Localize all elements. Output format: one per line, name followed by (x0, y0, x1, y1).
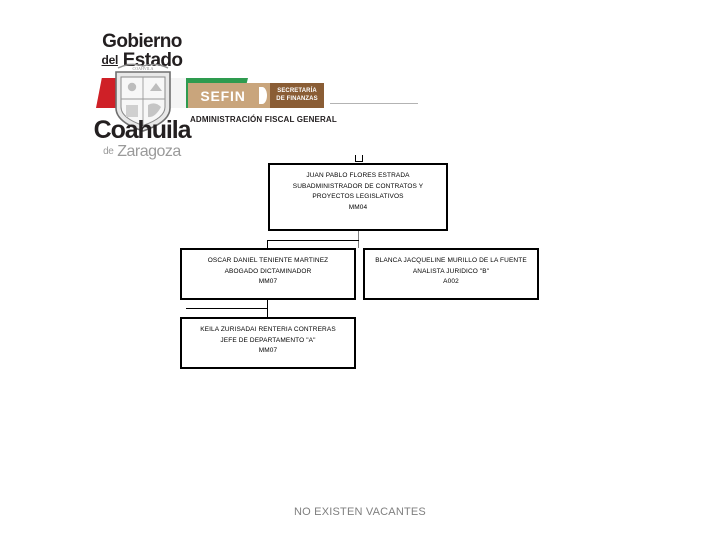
wordmark-zaragoza-text: Zaragoza (117, 142, 181, 160)
wordmark-de: de (103, 145, 114, 157)
org-node-subordinate[interactable]: KEILA ZURISADAI RENTERIA CONTRERAS JEFE … (180, 317, 356, 369)
header-divider-rule (330, 103, 418, 104)
wordmark-line-gobierno: Gobierno (102, 31, 182, 52)
wordmark-zaragoza: de Zaragoza (86, 142, 198, 160)
subordinate-position: JEFE DE DEPARTAMENTO "A" (220, 336, 316, 344)
secretariat-line-1: SECRETARÍA (277, 88, 317, 95)
root-top-stub-left (355, 155, 356, 162)
child-2-name: BLANCA JACQUELINE MURILLO DE LA FUENTE (375, 257, 527, 264)
connector-left-child-vertical (267, 240, 268, 248)
child-1-code: MM07 (258, 278, 278, 286)
root-top-stub-base (355, 161, 363, 162)
connector-horizontal-bus (267, 240, 359, 241)
coahuila-wordmark: Coahuila de Zaragoza (86, 118, 198, 159)
child-1-position: ABOGADO DICTAMINADOR (224, 267, 312, 275)
wordmark-coahuila: Coahuila (93, 116, 192, 144)
subordinate-code: MM07 (258, 347, 278, 355)
vacancies-note: NO EXISTEN VACANTES (294, 506, 426, 518)
root-top-stub-right (362, 155, 363, 162)
secretariat-line-2: DE FINANZAS (276, 95, 318, 102)
child-2-code: A002 (443, 278, 459, 286)
sefin-arrow-icon (258, 83, 270, 108)
root-position-line-1: SUBADMINISTRADOR DE CONTRATOS Y (292, 182, 424, 190)
sefin-banner: SEFIN SECRETARÍA DE FINANZAS (188, 83, 324, 108)
wordmark-del: del (101, 53, 119, 67)
org-node-child-2[interactable]: BLANCA JACQUELINE MURILLO DE LA FUENTE A… (363, 248, 539, 300)
administration-subtitle: ADMINISTRACIÓN FISCAL GENERAL (190, 115, 337, 124)
sefin-acronym-text: SEFIN (200, 87, 246, 104)
coahuila-coat-of-arms-icon: COAHVILA (115, 63, 171, 132)
organization-logo-header: Gobierno del Estado COAHVILA Coahuila de… (0, 0, 720, 160)
connector-root-vertical (358, 231, 359, 248)
root-code: MM04 (348, 203, 368, 211)
connector-subordinate-bus (186, 308, 268, 309)
sefin-acronym-block: SEFIN (188, 83, 258, 108)
sefin-secretariat-block: SECRETARÍA DE FINANZAS (270, 83, 324, 108)
child-2-position: ANALISTA JURIDICO "B" (412, 267, 490, 275)
org-node-root[interactable]: JUAN PABLO FLORES ESTRADA SUBADMINISTRAD… (268, 163, 448, 231)
svg-text:COAHVILA: COAHVILA (133, 66, 154, 71)
org-node-child-1[interactable]: OSCAR DANIEL TENIENTE MARTINEZ ABOGADO D… (180, 248, 356, 300)
child-1-name: OSCAR DANIEL TENIENTE MARTINEZ (207, 257, 329, 264)
root-position-line-2: PROYECTOS LEGISLATIVOS (312, 193, 404, 201)
root-name: JUAN PABLO FLORES ESTRADA (306, 172, 410, 179)
subordinate-name: KEILA ZURISADAI RENTERIA CONTRERAS (200, 326, 336, 333)
